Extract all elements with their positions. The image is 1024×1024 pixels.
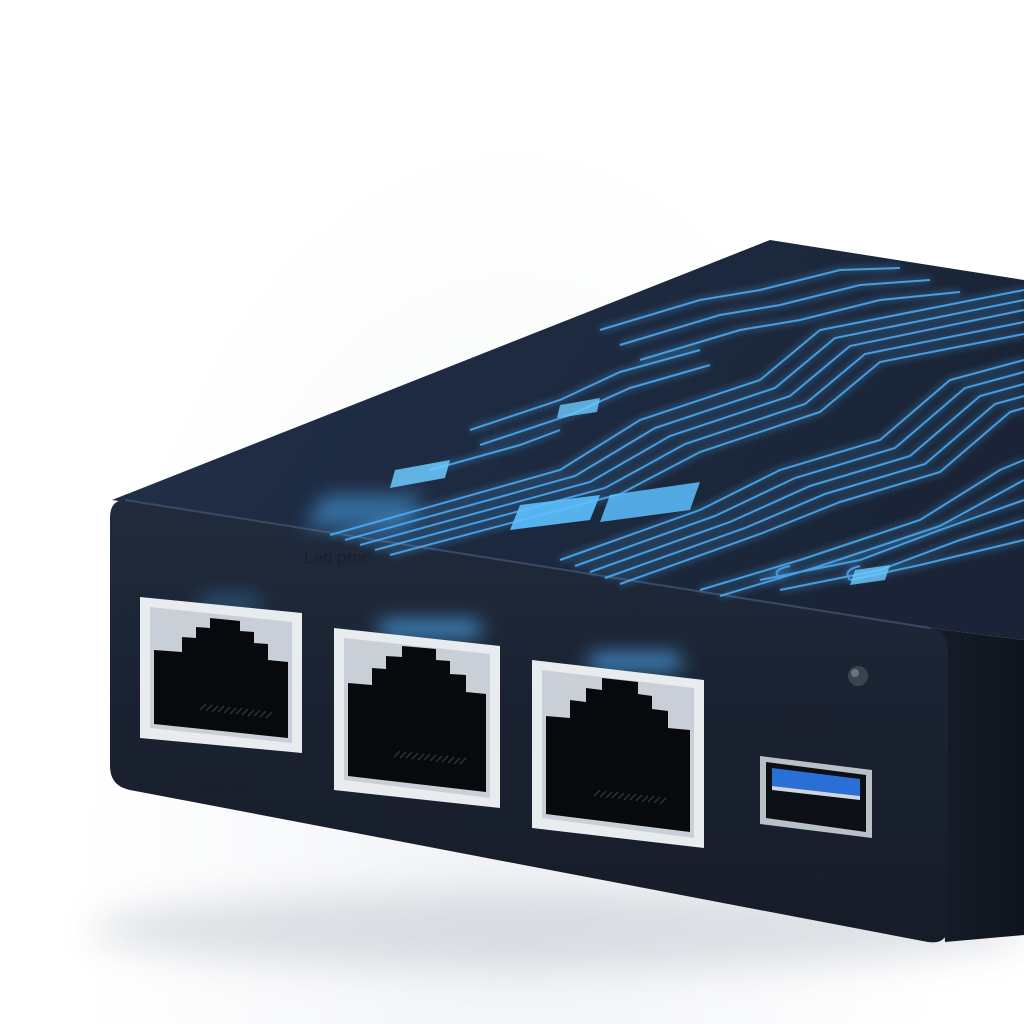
indicator-label: Tract <box>789 706 832 727</box>
device-front-panel <box>110 500 948 943</box>
rj45-port-icon <box>348 646 486 792</box>
port-3-label: Diitwey <box>586 847 648 868</box>
rj45-port-icon <box>546 678 690 832</box>
usb-port[interactable] <box>760 756 872 838</box>
port-glows <box>200 598 680 669</box>
glowing-chips <box>309 398 890 585</box>
led-indicator-icon <box>848 666 868 686</box>
top-label: Led pror <box>304 548 368 567</box>
vertical-light-beams <box>224 280 661 668</box>
usb-label: cad <box>800 863 831 884</box>
front-top-edge <box>124 499 931 629</box>
circuit-traces <box>329 267 1024 597</box>
port-1-label: DekTec <box>190 776 253 797</box>
device-top-surface <box>112 240 1024 640</box>
device-side-panel <box>930 628 1024 942</box>
rj45-port-icon <box>154 618 288 738</box>
ethernet-port-1[interactable] <box>140 597 302 753</box>
ethernet-port-3[interactable] <box>532 660 704 848</box>
ethernet-port-2[interactable] <box>334 628 500 808</box>
port-2-label: DaitTort <box>386 809 452 830</box>
usb-port-icon <box>772 768 860 796</box>
status-led <box>848 666 868 686</box>
